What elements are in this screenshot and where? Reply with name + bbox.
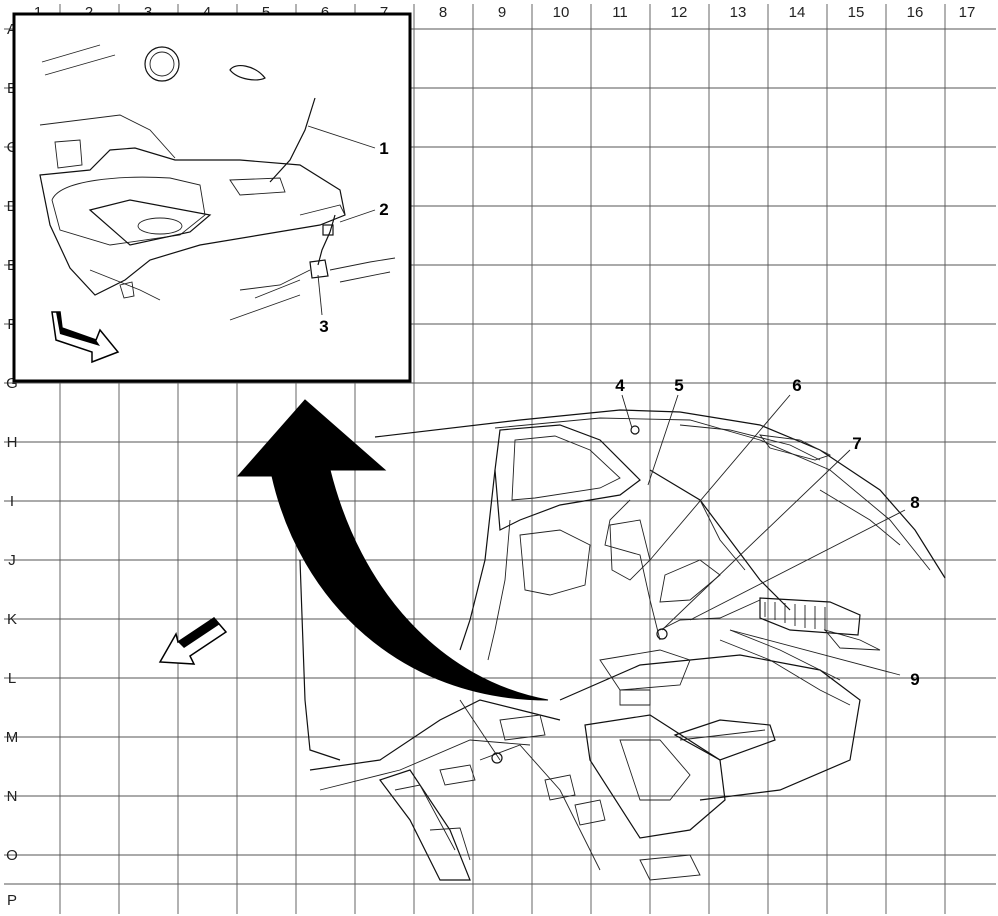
callout-leader-lines [307,125,906,676]
grid-column-label: 8 [439,4,447,21]
callout-7: 7 [852,434,861,453]
grid-row-label: P [7,892,17,909]
detail-callout-arrow [236,399,549,701]
grid-row-label: E [7,257,17,274]
grid-row-label: N [7,788,18,805]
grid-row-label: C [7,139,18,156]
grid-row-label: L [8,670,16,687]
grid-row-label: O [6,847,18,864]
callout-5: 5 [674,376,683,395]
forward-direction-arrow [158,617,228,665]
callout-numbers: 1 2 3 4 5 6 7 8 9 [319,139,919,689]
grid-column-label: 15 [848,4,865,21]
callout-8: 8 [910,493,919,512]
grid-column-label: 10 [553,4,570,21]
grid-row-labels: A B C D E F G H I J K L M N O P [6,21,19,909]
callout-6: 6 [792,376,801,395]
grid-row-label: I [10,493,14,510]
grid-row-label: D [7,198,18,215]
grid-column-label: 14 [789,4,806,21]
grid-row-label: A [7,21,17,38]
callout-9: 9 [910,670,919,689]
grid-row-label: B [7,80,17,97]
grid-row-label: K [7,611,17,628]
grid-column-label: 11 [612,4,628,21]
grid-row-label: F [7,316,16,333]
vehicle-interior-drawing [299,409,946,881]
grid-column-label: 9 [498,4,506,21]
grid-row-label: H [7,434,18,451]
grid-row-label: G [6,375,18,392]
grid-row-label: M [6,729,19,746]
inset-direction-arrow [51,311,120,364]
grid-row-label: J [8,552,16,569]
grid-column-label: 17 [959,4,976,21]
callout-4: 4 [615,376,625,395]
grid-column-label: 16 [907,4,924,21]
callout-2: 2 [379,200,388,219]
callout-3: 3 [319,317,328,336]
grid-column-label: 13 [730,4,747,21]
inset-detail-view [12,12,412,383]
grid-column-label: 12 [671,4,688,21]
callout-1: 1 [379,139,388,158]
